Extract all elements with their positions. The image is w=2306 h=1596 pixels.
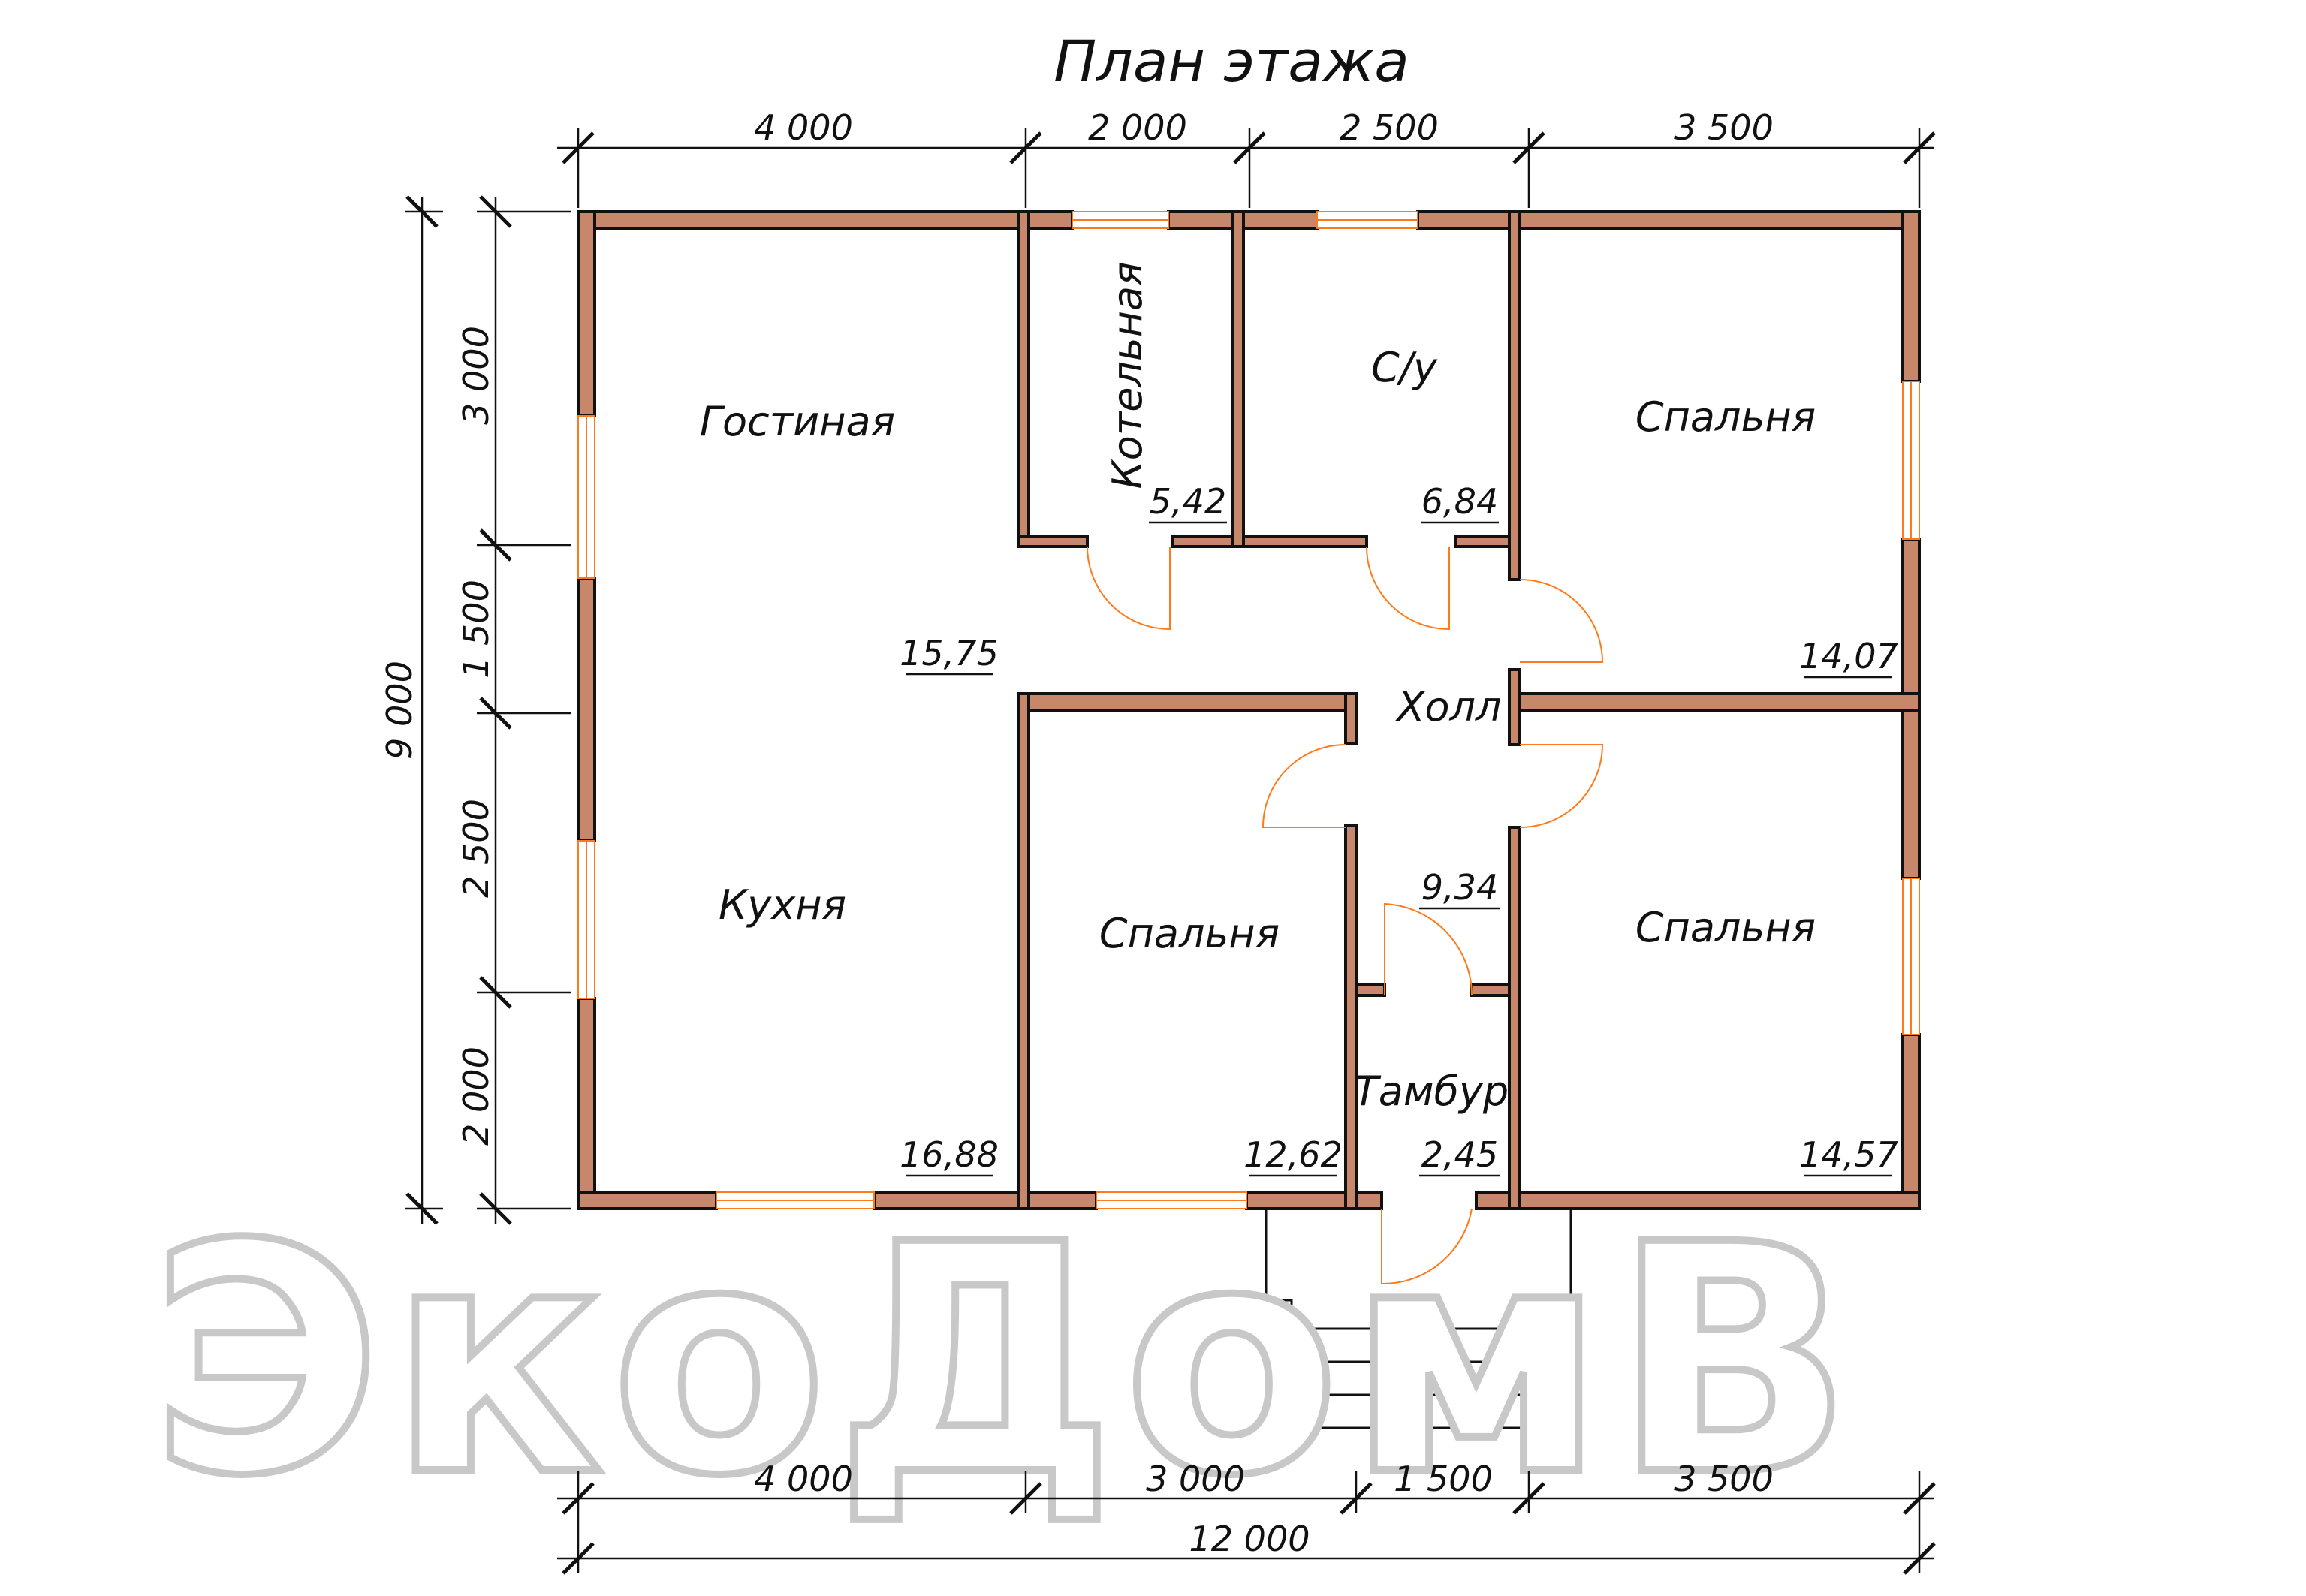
- area-bedroom-center: 12,62: [1243, 1134, 1343, 1175]
- area-boiler: 5,42: [1150, 481, 1226, 522]
- room-name-bedroom-se: Спальня: [1635, 904, 1816, 951]
- area-living: 15,75: [900, 633, 999, 673]
- dim-total-width: 12 000: [1189, 1519, 1310, 1559]
- dim-top-3: 2 500: [1340, 107, 1439, 148]
- area-vestibule: 2,45: [1421, 1134, 1498, 1175]
- room-name-hall: Холл: [1394, 683, 1501, 730]
- wall-top-3: [1416, 210, 1921, 230]
- wall-ne-bottom: [1508, 692, 1921, 712]
- wall-top-1: [577, 210, 1074, 230]
- room-name-kitchen: Кухня: [719, 881, 846, 929]
- dim-left-4: 2 000: [456, 1046, 496, 1146]
- dim-bottom-1: 4 000: [754, 1459, 853, 1499]
- room-name-bedroom-ne: Спальня: [1635, 393, 1816, 441]
- wall-bath-right: [1508, 210, 1521, 581]
- dim-bottom-3: 1 500: [1394, 1459, 1493, 1499]
- wall-cbed-left: [1017, 692, 1030, 1210]
- wall-bath-bottom-b: [1454, 535, 1517, 548]
- door-vestibule: [1384, 902, 1473, 996]
- area-bedroom-ne: 14,07: [1799, 636, 1898, 676]
- dim-left-2: 1 500: [456, 580, 496, 679]
- dim-left-1: 3 000: [456, 326, 496, 425]
- wall-right-3: [1901, 1033, 1921, 1210]
- bottom-total-dimension: 12 000: [557, 1519, 1936, 1575]
- dim-bottom-2: 3 000: [1146, 1459, 1245, 1499]
- watermark-logo: ЭкоДомВ: [150, 1178, 1861, 1545]
- wall-cbed-top: [1017, 692, 1358, 712]
- wall-vest-top-b: [1470, 983, 1511, 997]
- room-name-bedroom-center: Спальня: [1099, 910, 1280, 957]
- room-labels: Гостиная Кухня Котельная С/у Спальня Спа…: [700, 261, 1816, 1115]
- room-name-living: Гостиная: [700, 398, 895, 445]
- area-bathroom: 6,84: [1421, 481, 1498, 522]
- walls: [577, 210, 1921, 1210]
- wall-right-1: [1901, 210, 1921, 383]
- dim-left-3: 2 500: [456, 799, 496, 898]
- dim-top-2: 2 000: [1088, 107, 1187, 148]
- wall-boiler-bottom-a: [1017, 535, 1089, 548]
- bottom-dimension-chain: 4 000 3 000 1 500 3 500: [557, 1459, 1936, 1573]
- windows: [577, 211, 1920, 1209]
- room-name-bathroom: С/у: [1371, 344, 1438, 391]
- area-bedroom-se: 14,57: [1799, 1134, 1898, 1175]
- wall-bath-bottom-a: [1242, 535, 1368, 548]
- dim-top-1: 4 000: [754, 107, 853, 148]
- wall-left-3: [577, 997, 596, 1210]
- door-bedroom-center: [1262, 744, 1346, 828]
- wall-boiler-left: [1017, 210, 1030, 548]
- dim-top-4: 3 500: [1674, 107, 1774, 148]
- door-boiler: [1087, 546, 1171, 631]
- room-name-boiler: Котельная: [1104, 261, 1151, 489]
- porch: [1265, 1209, 1572, 1429]
- room-areas: 15,75 16,88 5,42 6,84 14,07 12,62 14,57 …: [900, 481, 1898, 1177]
- area-kitchen: 16,88: [900, 1134, 999, 1175]
- wall-hall-right-b: [1508, 826, 1521, 1210]
- door-entrance: [1381, 1208, 1473, 1285]
- wall-cbed-right-b: [1344, 824, 1358, 1210]
- wall-left-2: [577, 577, 596, 842]
- area-hall: 9,34: [1421, 867, 1498, 908]
- wall-hall-right-a: [1508, 668, 1521, 746]
- wall-cbed-right-a: [1344, 692, 1358, 745]
- doors: [1087, 546, 1604, 1285]
- dim-bottom-4: 3 500: [1674, 1459, 1774, 1499]
- top-dimension-chain: 4 000 2 000 2 500 3 500: [557, 107, 1936, 208]
- dim-left-total: 9 000: [379, 661, 420, 760]
- door-bathroom: [1366, 546, 1450, 631]
- room-name-vestibule: Тамбур: [1354, 1068, 1509, 1115]
- left-total-dimension: 9 000: [379, 195, 443, 1225]
- wall-bottom-4: [1475, 1191, 1921, 1210]
- door-bedroom-ne: [1519, 579, 1604, 663]
- wall-left-1: [577, 210, 596, 417]
- left-dimension-chain: 3 000 1 500 2 500 2 000: [456, 195, 571, 1225]
- wall-boiler-right: [1231, 210, 1245, 548]
- plan-title: План этажа: [1054, 28, 1409, 95]
- door-bedroom-se: [1519, 744, 1604, 828]
- wall-vest-top-a: [1355, 983, 1386, 997]
